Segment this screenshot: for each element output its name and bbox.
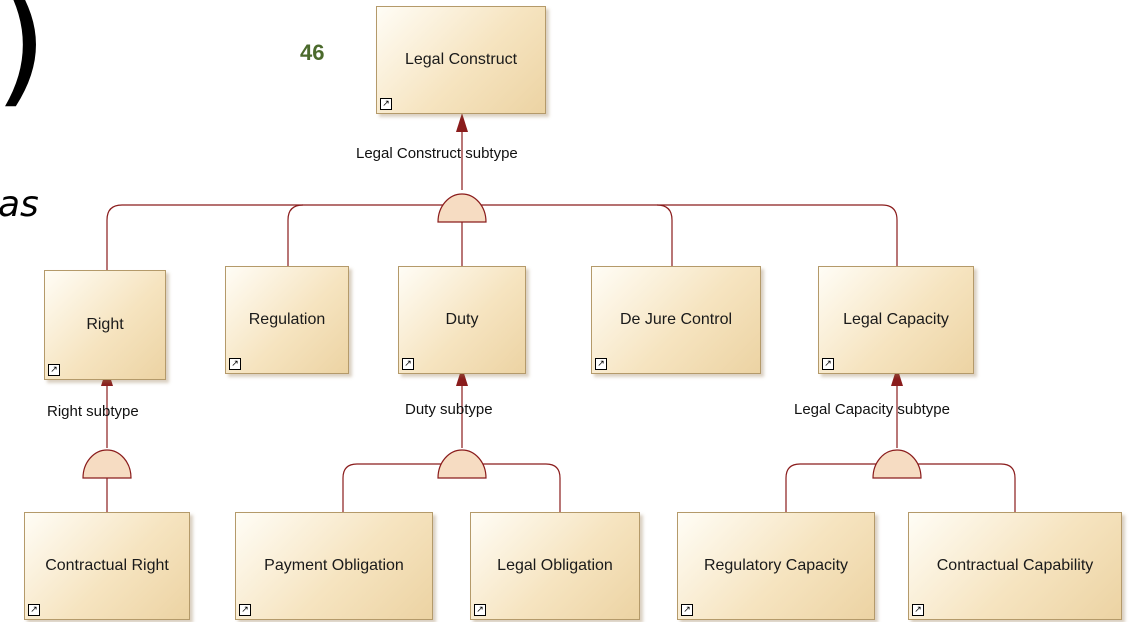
relation-duty-subtype: Duty subtype xyxy=(405,401,493,418)
node-regulatory-capacity[interactable]: Regulatory Capacity ↗ xyxy=(677,512,875,620)
node-right[interactable]: Right ↗ xyxy=(44,270,166,380)
shortcut-icon: ↗ xyxy=(28,604,40,616)
connector-contractual-capability xyxy=(911,463,1016,512)
slide-number: 46 xyxy=(300,40,325,65)
node-payment-obligation[interactable]: Payment Obligation ↗ xyxy=(235,512,433,620)
connector-regulation xyxy=(287,204,304,266)
generalization-symbol-right xyxy=(82,449,132,479)
node-contractual-right[interactable]: Contractual Right ↗ xyxy=(24,512,190,620)
node-label: Legal Capacity xyxy=(843,311,949,328)
arrowhead-legal-capacity xyxy=(891,367,903,386)
connector-de-jure-control xyxy=(476,204,673,266)
shortcut-icon: ↗ xyxy=(595,358,607,370)
connector-legal-capacity xyxy=(657,204,898,266)
node-legal-obligation[interactable]: Legal Obligation ↗ xyxy=(470,512,640,620)
node-contractual-capability[interactable]: Contractual Capability ↗ xyxy=(908,512,1122,620)
node-label: Contractual Right xyxy=(45,557,169,574)
node-label: Right xyxy=(86,316,124,333)
node-label: Legal Construct xyxy=(404,51,518,68)
partial-paren-text: ) xyxy=(0,0,48,110)
shortcut-icon: ↗ xyxy=(402,358,414,370)
node-regulation[interactable]: Regulation ↗ xyxy=(225,266,349,374)
shortcut-icon: ↗ xyxy=(474,604,486,616)
arrowhead-duty xyxy=(456,367,468,386)
node-label: De Jure Control xyxy=(619,311,733,328)
connector-payment-obligation xyxy=(342,463,448,512)
connector-regulatory-capacity xyxy=(785,463,883,512)
arrowhead-legal-construct xyxy=(456,113,468,132)
shortcut-icon: ↗ xyxy=(822,358,834,370)
node-label: Legal Obligation xyxy=(497,557,613,574)
connector-right xyxy=(106,204,448,270)
shortcut-icon: ↗ xyxy=(681,604,693,616)
generalization-symbol-duty xyxy=(437,449,487,479)
shortcut-icon: ↗ xyxy=(229,358,241,370)
node-label: Regulatory Capacity xyxy=(703,557,849,574)
shortcut-icon: ↗ xyxy=(48,364,60,376)
node-label: Regulation xyxy=(248,311,326,328)
relation-legal-capacity-subtype: Legal Capacity subtype xyxy=(794,401,950,418)
relation-right-subtype: Right subtype xyxy=(47,403,139,420)
node-label: Duty xyxy=(445,311,479,328)
node-legal-capacity[interactable]: Legal Capacity ↗ xyxy=(818,266,974,374)
shortcut-icon: ↗ xyxy=(380,98,392,110)
connector-legal-obligation xyxy=(476,463,561,512)
node-duty[interactable]: Duty ↗ xyxy=(398,266,526,374)
node-label: Contractual Capability xyxy=(936,557,1094,574)
node-de-jure-control[interactable]: De Jure Control ↗ xyxy=(591,266,761,374)
relation-legal-construct-subtype: Legal Construct subtype xyxy=(356,145,518,162)
node-label: Payment Obligation xyxy=(264,557,404,574)
generalization-symbol-capacity xyxy=(872,449,922,479)
generalization-symbol-top xyxy=(437,193,487,223)
partial-italic-text: as xyxy=(0,184,39,225)
node-legal-construct[interactable]: Legal Construct ↗ xyxy=(376,6,546,114)
shortcut-icon: ↗ xyxy=(912,604,924,616)
shortcut-icon: ↗ xyxy=(239,604,251,616)
